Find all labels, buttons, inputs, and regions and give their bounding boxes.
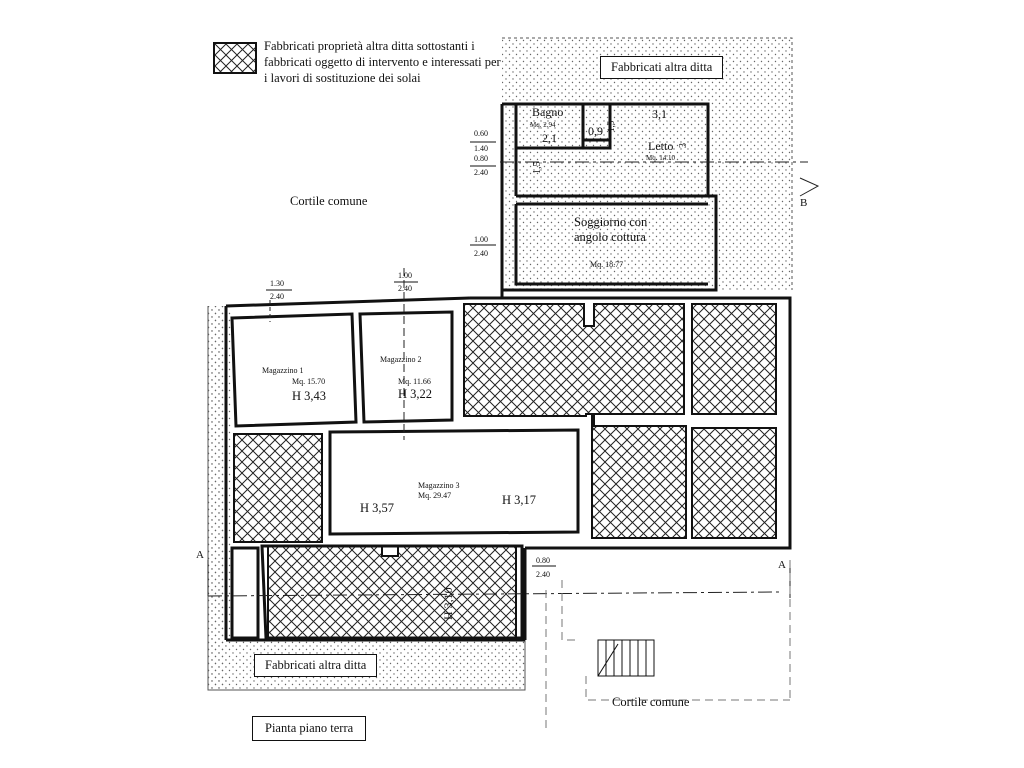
opening-5-w: 1.00 <box>398 271 412 280</box>
cortile-left-label: Cortile comune <box>290 194 368 208</box>
bagno-area: Mq. 2.94 <box>530 121 556 129</box>
small-dim-w: 0,9 <box>588 124 603 138</box>
magazzino1-label: Magazzino 1 <box>262 366 304 375</box>
bagno-label: Bagno <box>532 105 563 119</box>
opening-5-h: 2.40 <box>398 284 412 293</box>
fabbricati-bottom-label: Fabbricati altra ditta <box>254 654 378 677</box>
magazzino2-area: Mq. 11.66 <box>398 377 431 386</box>
soggiorno-label-1: Soggiorno con <box>574 215 648 229</box>
legend-hatch-swatch <box>213 42 257 74</box>
magazzino1-area: Mq. 15.70 <box>292 377 325 386</box>
magazzino2-label: Magazzino 2 <box>380 355 422 364</box>
cortile-bottom-label: Cortile comune <box>612 695 690 709</box>
neighbour-building-bottom <box>207 306 526 691</box>
section-b: B <box>800 197 807 209</box>
opening-6-h: 2.40 <box>536 570 550 579</box>
magazzino3-height-left: H 3,57 <box>360 501 394 515</box>
opening-4-h: 2.40 <box>270 292 284 301</box>
opening-6-w: 0.80 <box>536 556 550 565</box>
bagno-dim: 2,1 <box>542 131 557 145</box>
legend-text: Fabbricati proprietà altra ditta sottost… <box>264 39 501 85</box>
section-a-right: A <box>778 559 786 571</box>
magazzino3-height-right: H 3,17 <box>502 493 536 507</box>
staircase <box>597 639 655 677</box>
opening-2-h: 2.40 <box>474 168 488 177</box>
letto-dim-side: 3 <box>678 143 689 148</box>
magazzino2-height: H 3,22 <box>398 387 432 401</box>
section-a-left: A <box>196 549 204 561</box>
neighbour-building-top <box>502 37 793 290</box>
bottom-block-height: H 3,10 <box>441 587 455 620</box>
building-walls <box>224 102 792 642</box>
opening-3-h: 2.40 <box>474 249 488 258</box>
opening-marks <box>266 141 556 567</box>
soggiorno-label-2: angolo cottura <box>574 230 646 244</box>
opening-1-h: 1.40 <box>474 144 488 153</box>
small-dim-h2: 1,5 <box>606 120 616 132</box>
opening-2-w: 0.80 <box>474 154 488 163</box>
magazzino3-area: Mq. 29.47 <box>418 491 451 500</box>
small-dim-h: 1,5 <box>532 162 543 175</box>
letto-area: Mq. 14.10 <box>646 154 675 162</box>
plan-title: Pianta piano terra <box>252 716 367 741</box>
opening-3-w: 1.00 <box>474 235 488 244</box>
magazzino3-label: Magazzino 3 <box>418 481 460 490</box>
fabbricati-top-label: Fabbricati altra ditta <box>600 56 724 79</box>
letto-dim-top: 3,1 <box>652 107 667 121</box>
room-labels: Bagno Mq. 2.94 2,1 0,9 3,1 Letto Mq. 14.… <box>196 105 807 709</box>
soggiorno-area: Mq. 18.77 <box>590 260 623 269</box>
letto-label: Letto <box>648 139 673 153</box>
section-lines <box>207 161 820 730</box>
hatched-areas <box>233 303 777 639</box>
opening-1-w: 0.60 <box>474 129 488 138</box>
magazzino1-height: H 3,43 <box>292 389 326 403</box>
opening-labels: 0.60 1.40 0.80 2.40 1.00 2.40 1.30 2.40 … <box>270 129 550 579</box>
opening-4-w: 1.30 <box>270 279 284 288</box>
